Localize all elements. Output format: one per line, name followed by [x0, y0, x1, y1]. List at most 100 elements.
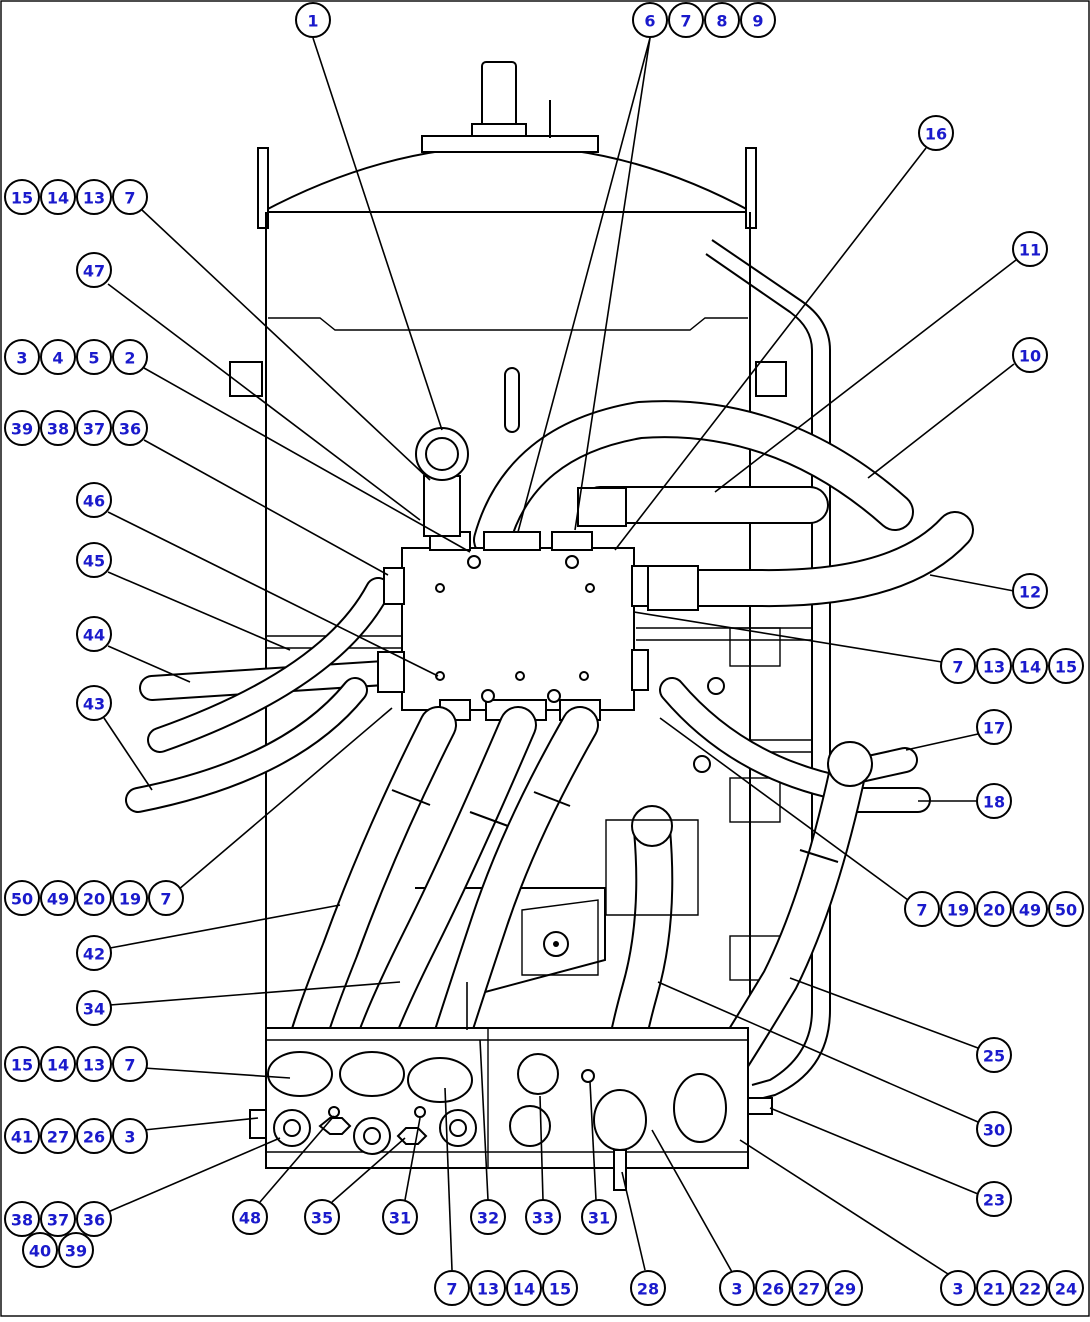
callout-32-leader: [479, 1039, 489, 1201]
flange-3: [439, 1109, 477, 1147]
callout-28-leader: [621, 1171, 646, 1271]
bracket-upper-right: [729, 627, 781, 667]
balloon-13: 13: [470, 1270, 506, 1306]
balloon-33: 33: [525, 1199, 561, 1235]
balloon-20: 20: [76, 880, 112, 916]
balloon-circle: [112, 880, 148, 916]
balloon-27: 27: [791, 1270, 827, 1306]
callout-11: 11: [1012, 231, 1048, 267]
balloon-circle: [4, 410, 40, 446]
balloon-number: 44: [83, 626, 105, 645]
callout-46: 46: [76, 482, 112, 518]
balloon-43: 43: [76, 685, 112, 721]
filter-head: [605, 819, 699, 916]
balloon-number: 22: [1019, 1280, 1041, 1299]
balloon-circle: [4, 179, 40, 215]
callout-25: 25: [976, 1037, 1012, 1073]
callout-1: 1: [295, 2, 331, 38]
balloon-7: 7: [668, 2, 704, 38]
balloon-number: 1: [307, 12, 318, 31]
callout-43: 43: [76, 685, 112, 721]
inner-plate-dot: [553, 941, 559, 947]
callout-44: 44: [76, 616, 112, 652]
balloon-circle: [112, 339, 148, 375]
manifold-bolt: [579, 671, 589, 681]
balloon-number: 7: [124, 189, 135, 208]
callout-31-right-leader: [589, 1081, 597, 1201]
balloon-16: 16: [918, 115, 954, 151]
balloon-number: 14: [47, 189, 69, 208]
balloon-circle: [40, 410, 76, 446]
balloon-circle: [581, 1199, 617, 1235]
balloon-circle: [704, 2, 740, 38]
balloon-circle: [791, 1270, 827, 1306]
balloon-26: 26: [755, 1270, 791, 1306]
callout-6-7-8-9-leader: [574, 37, 651, 531]
valve-stem-1: [423, 475, 461, 537]
balloon-3: 3: [719, 1270, 755, 1306]
balloon-27: 27: [40, 1118, 76, 1154]
callout-15-14-13-7-upper-leader: [141, 209, 431, 481]
fitting-41: [249, 1109, 267, 1139]
balloon-number: 17: [983, 719, 1005, 738]
balloon-circle: [40, 1201, 76, 1237]
balloon-50: 50: [4, 880, 40, 916]
manifold-bolt: [435, 671, 445, 681]
fitting-23: [747, 1097, 773, 1115]
balloon-circle: [1012, 1270, 1048, 1306]
balloon-number: 45: [83, 552, 105, 571]
balloon-number: 15: [1055, 658, 1077, 677]
balloon-number: 39: [65, 1242, 87, 1261]
balloon-15: 15: [4, 179, 40, 215]
callout-38-37-36-leader: [107, 1137, 281, 1213]
side-mount-right: [755, 361, 787, 397]
balloon-13: 13: [76, 1046, 112, 1082]
callout-33-leader: [539, 1095, 544, 1201]
callout-16-leader: [614, 147, 927, 551]
balloon-2: 2: [112, 339, 148, 375]
balloon-number: 47: [83, 262, 105, 281]
balloon-3: 3: [940, 1270, 976, 1306]
balloon-circle: [632, 2, 668, 38]
callout-50-49-20-19-7-leader: [177, 707, 393, 891]
callout-47-leader: [107, 283, 421, 521]
balloon-number: 20: [83, 890, 105, 909]
balloon-circle: [1012, 231, 1048, 267]
balloon-number: 7: [446, 1280, 457, 1299]
balloon-number: 24: [1055, 1280, 1077, 1299]
callout-10-leader: [867, 363, 1015, 479]
balloon-37: 37: [40, 1201, 76, 1237]
fitting-11: [577, 487, 627, 527]
tank-baffle: [268, 317, 748, 331]
balloon-circle: [740, 2, 776, 38]
balloon-number: 14: [1019, 658, 1041, 677]
balloon-circle: [1048, 891, 1084, 927]
plug-31b: [414, 1106, 426, 1118]
balloon-number: 7: [680, 12, 691, 31]
balloon-circle: [1012, 648, 1048, 684]
callout-39-38-37-36-leader: [143, 439, 389, 576]
balloon-number: 19: [119, 890, 141, 909]
balloon-circle: [976, 1111, 1012, 1147]
callout-17-leader: [905, 733, 979, 751]
balloon-number: 3: [124, 1128, 135, 1147]
balloon-number: 23: [983, 1191, 1005, 1210]
plug-35: [318, 1117, 352, 1135]
balloon-number: 19: [947, 901, 969, 920]
callout-17: 17: [976, 709, 1012, 745]
balloon-6: 6: [632, 2, 668, 38]
balloon-49: 49: [1012, 891, 1048, 927]
balloon-number: 28: [637, 1280, 659, 1299]
balloon-circle: [1012, 891, 1048, 927]
tank-dome: [261, 145, 753, 213]
balloon-number: 38: [11, 1211, 33, 1230]
balloon-number: 37: [83, 420, 105, 439]
port-33b: [509, 1105, 551, 1147]
callout-15-14-13-7-lower-leader: [143, 1067, 291, 1079]
balloon-number: 14: [513, 1280, 535, 1299]
balloon-36: 36: [76, 1201, 112, 1237]
inner-plate-hole: [543, 931, 569, 957]
